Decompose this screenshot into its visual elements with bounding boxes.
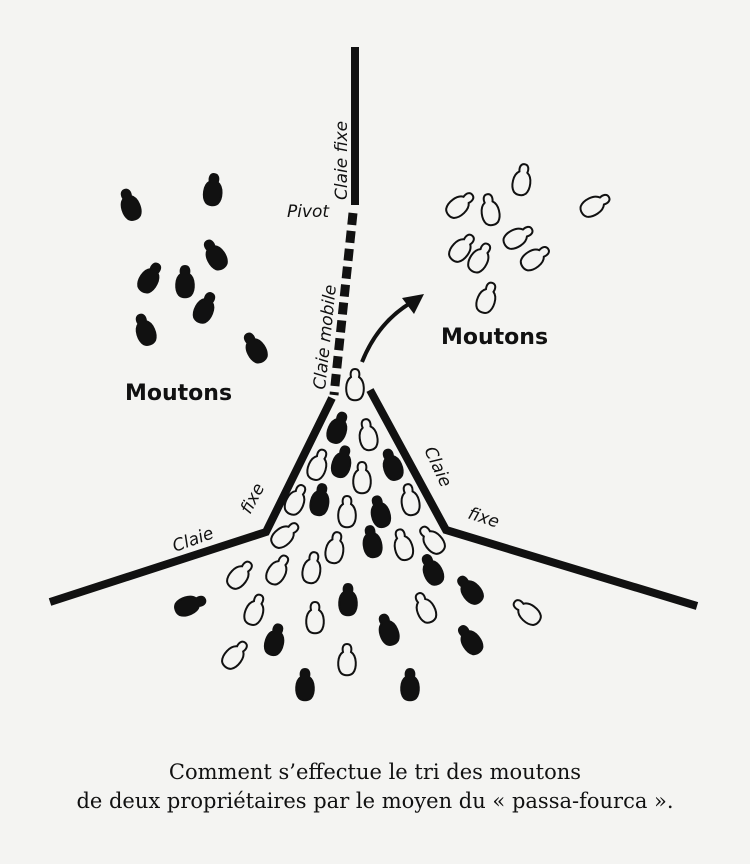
- black-sheep-icon: [171, 590, 210, 620]
- white-sheep-icon: [389, 526, 417, 564]
- black-sheep-icon: [201, 172, 225, 207]
- moutons-right-label: Moutons: [441, 325, 548, 350]
- mobile-fence: [329, 212, 358, 396]
- white-sheep-icon: [509, 161, 535, 198]
- black-sheep-icon: [175, 265, 195, 299]
- caption: Comment s’effectue le tri des moutons de…: [0, 758, 750, 816]
- fixed-fence-right: [366, 388, 699, 610]
- black-sheep-icon: [416, 550, 448, 589]
- caption-line-1: Comment s’effectue le tri des moutons: [168, 760, 582, 784]
- black-sheep-icon: [307, 481, 333, 518]
- label-right-fixe: fixe: [465, 504, 501, 533]
- white-sheep-icon: [345, 368, 365, 402]
- black-sheep-icon: [295, 668, 315, 702]
- label-top-fixed: Claie fixe: [332, 121, 352, 200]
- black-sheep-icon: [198, 235, 232, 274]
- label-pivot: Pivot: [287, 202, 330, 222]
- white-sheep-icon: [261, 550, 295, 589]
- black-sheep-icon: [133, 258, 167, 297]
- white-sheep-icon: [299, 549, 325, 586]
- caption-line-2: de deux propriétaires par le moyen du « …: [76, 789, 674, 813]
- black-sheep-icon: [328, 443, 356, 481]
- white-sheep-icon: [222, 556, 259, 594]
- black-sheep-icon: [130, 310, 160, 349]
- white-sheep-icon: [322, 529, 348, 566]
- white-sheep-icon: [409, 588, 441, 627]
- arrow-icon: [360, 294, 424, 363]
- black-sheep-icon: [115, 185, 145, 224]
- white-sheep-icon: [508, 593, 546, 630]
- white-sheep-icon: [441, 186, 479, 223]
- white-sheep-icon: [337, 643, 357, 677]
- black-sheep-icon: [366, 493, 394, 531]
- white-sheep-icon: [352, 461, 372, 495]
- black-sheep-icon: [451, 571, 488, 609]
- fixed-fence-left: [48, 396, 336, 606]
- black-sheep-icon: [189, 288, 221, 327]
- black-sheep-icon: [400, 668, 420, 702]
- black-sheep-icon: [338, 583, 358, 617]
- white-sheep-icon: [397, 481, 423, 518]
- white-sheep-icon: [499, 220, 538, 254]
- white-sheep-icon: [472, 278, 502, 317]
- white-sheep-icon: [477, 191, 503, 228]
- black-sheep-icon: [238, 328, 272, 367]
- moutons-left-label: Moutons: [125, 381, 232, 406]
- black-sheep-icon: [261, 621, 289, 659]
- white-sheep-icon: [217, 636, 254, 674]
- black-sheep-icon: [323, 408, 353, 447]
- black-sheep-icon: [359, 523, 385, 560]
- white-sheep-icon: [240, 590, 270, 629]
- white-sheep-icon: [516, 240, 555, 275]
- white-sheep-icon: [305, 601, 325, 635]
- white-sheep-icon: [355, 416, 381, 453]
- flock: [115, 161, 615, 702]
- label-left-fixe: fixe: [237, 480, 269, 517]
- black-sheep-icon: [373, 610, 403, 649]
- black-sheep-icon: [452, 620, 487, 659]
- white-sheep-icon: [337, 495, 357, 529]
- white-sheep-icon: [576, 188, 615, 222]
